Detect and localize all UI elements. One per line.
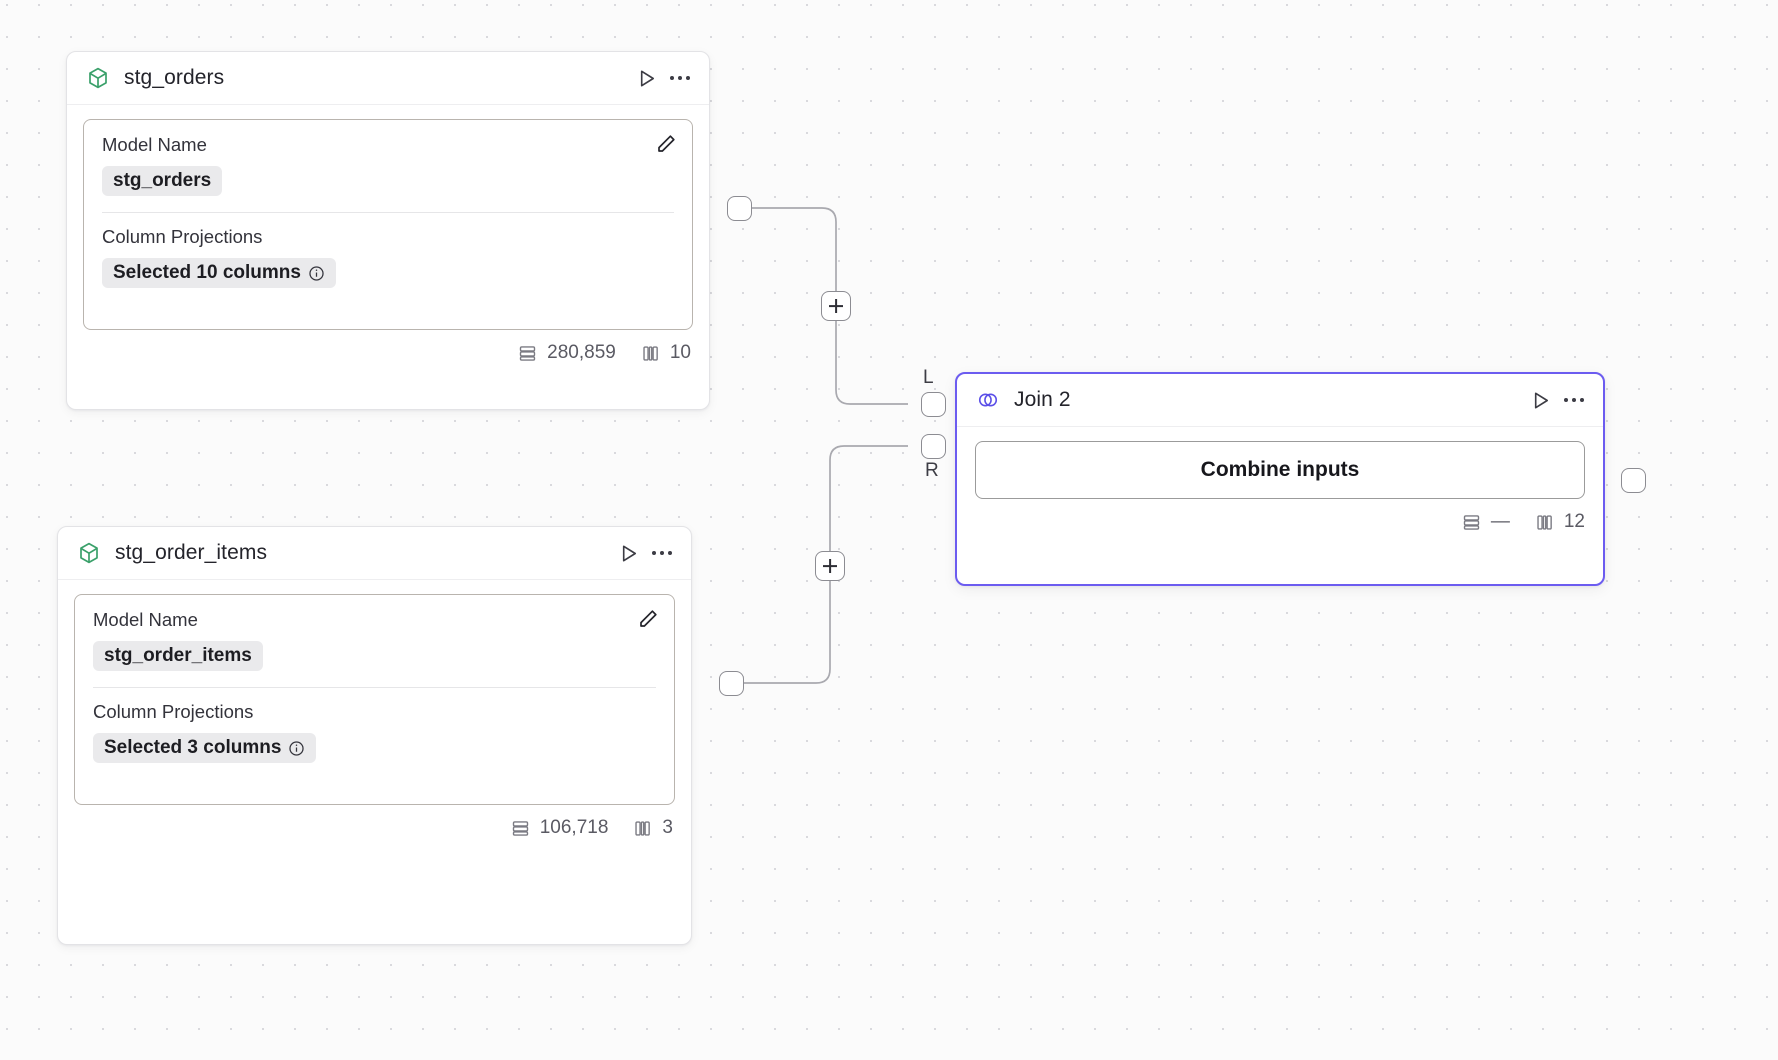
column-count-value: 10 <box>669 342 691 363</box>
node-footer: — 12 <box>957 499 1603 545</box>
input-port-join-left[interactable] <box>921 392 946 417</box>
column-count-stat: 10 <box>640 342 691 364</box>
node-stg-orders[interactable]: stg_orders Model Name stg_orders <box>66 51 710 410</box>
output-port-join-2[interactable] <box>1621 468 1646 493</box>
input-port-join-right[interactable] <box>921 434 946 459</box>
venn-join-icon <box>975 387 1001 413</box>
rows-icon <box>519 345 536 361</box>
node-title: Join 2 <box>1014 388 1071 411</box>
node-body: Model Name stg_order_items Column Projec… <box>58 580 691 805</box>
column-count-stat: 12 <box>1534 511 1585 533</box>
more-options-icon[interactable] <box>667 65 693 91</box>
column-count-value: 12 <box>1563 511 1585 532</box>
ellipsis-dots <box>1563 397 1585 403</box>
cube-icon <box>85 65 111 91</box>
row-count-value: 106,718 <box>539 817 609 838</box>
row-count-stat: — <box>1461 511 1510 533</box>
column-projections-text: Selected 3 columns <box>104 737 282 758</box>
column-projections-label: Column Projections <box>102 226 263 247</box>
model-name-label: Model Name <box>93 609 198 630</box>
column-projections-label: Column Projections <box>93 701 254 722</box>
node-title: stg_order_items <box>115 541 268 564</box>
columns-icon <box>635 820 651 836</box>
ellipsis-dots <box>669 75 691 81</box>
node-footer: 280,859 10 <box>67 330 709 376</box>
more-options-icon[interactable] <box>649 540 675 566</box>
column-projections-value[interactable]: Selected 10 columns <box>102 258 336 288</box>
column-count-stat: 3 <box>632 817 673 839</box>
node-stg-order-items[interactable]: stg_order_items Model Name stg_order_ite <box>57 526 692 945</box>
info-icon[interactable] <box>308 265 325 282</box>
output-port-stg-orders[interactable] <box>727 196 752 221</box>
node-header: stg_order_items <box>58 527 691 580</box>
columns-icon <box>643 345 658 361</box>
panel-divider <box>93 687 656 688</box>
model-config-panel: Model Name stg_orders Column Projections… <box>83 119 693 330</box>
row-count-stat: 280,859 <box>517 342 616 364</box>
model-name-label: Model Name <box>102 134 207 155</box>
rows-icon <box>1463 514 1480 530</box>
node-title: stg_orders <box>124 66 225 89</box>
run-icon[interactable] <box>615 540 641 566</box>
node-header: stg_orders <box>67 52 709 105</box>
columns-icon <box>1537 514 1552 530</box>
model-name-value[interactable]: stg_order_items <box>93 641 263 671</box>
input-port-label-right: R <box>925 460 939 481</box>
run-icon[interactable] <box>1527 387 1553 413</box>
ellipsis-dots <box>651 550 673 556</box>
edit-pencil-icon[interactable] <box>654 132 678 161</box>
node-footer: 106,718 3 <box>58 805 691 851</box>
model-name-value[interactable]: stg_orders <box>102 166 223 196</box>
rows-icon <box>512 820 528 836</box>
node-body: Model Name stg_orders Column Projections… <box>67 105 709 330</box>
more-options-icon[interactable] <box>1561 387 1587 413</box>
add-node-on-edge-button-top[interactable] <box>821 291 851 321</box>
node-join-2[interactable]: Join 2 Combine inputs — <box>955 372 1605 586</box>
row-count-stat: 106,718 <box>510 817 609 839</box>
run-icon[interactable] <box>633 65 659 91</box>
column-count-value: 3 <box>662 817 673 838</box>
row-count-value: — <box>1490 511 1510 532</box>
panel-divider <box>102 212 674 213</box>
model-config-panel: Model Name stg_order_items Column Projec… <box>74 594 675 805</box>
combine-inputs-button[interactable]: Combine inputs <box>975 441 1585 499</box>
add-node-on-edge-button-bottom[interactable] <box>815 551 845 581</box>
column-projections-value[interactable]: Selected 3 columns <box>93 733 317 763</box>
node-header: Join 2 <box>957 374 1603 427</box>
edit-pencil-icon[interactable] <box>636 607 660 636</box>
row-count-value: 280,859 <box>547 342 616 363</box>
column-projections-text: Selected 10 columns <box>113 262 301 283</box>
input-port-label-left: L <box>923 367 934 388</box>
cube-icon <box>76 540 102 566</box>
output-port-stg-order-items[interactable] <box>719 671 744 696</box>
info-icon[interactable] <box>288 740 305 757</box>
